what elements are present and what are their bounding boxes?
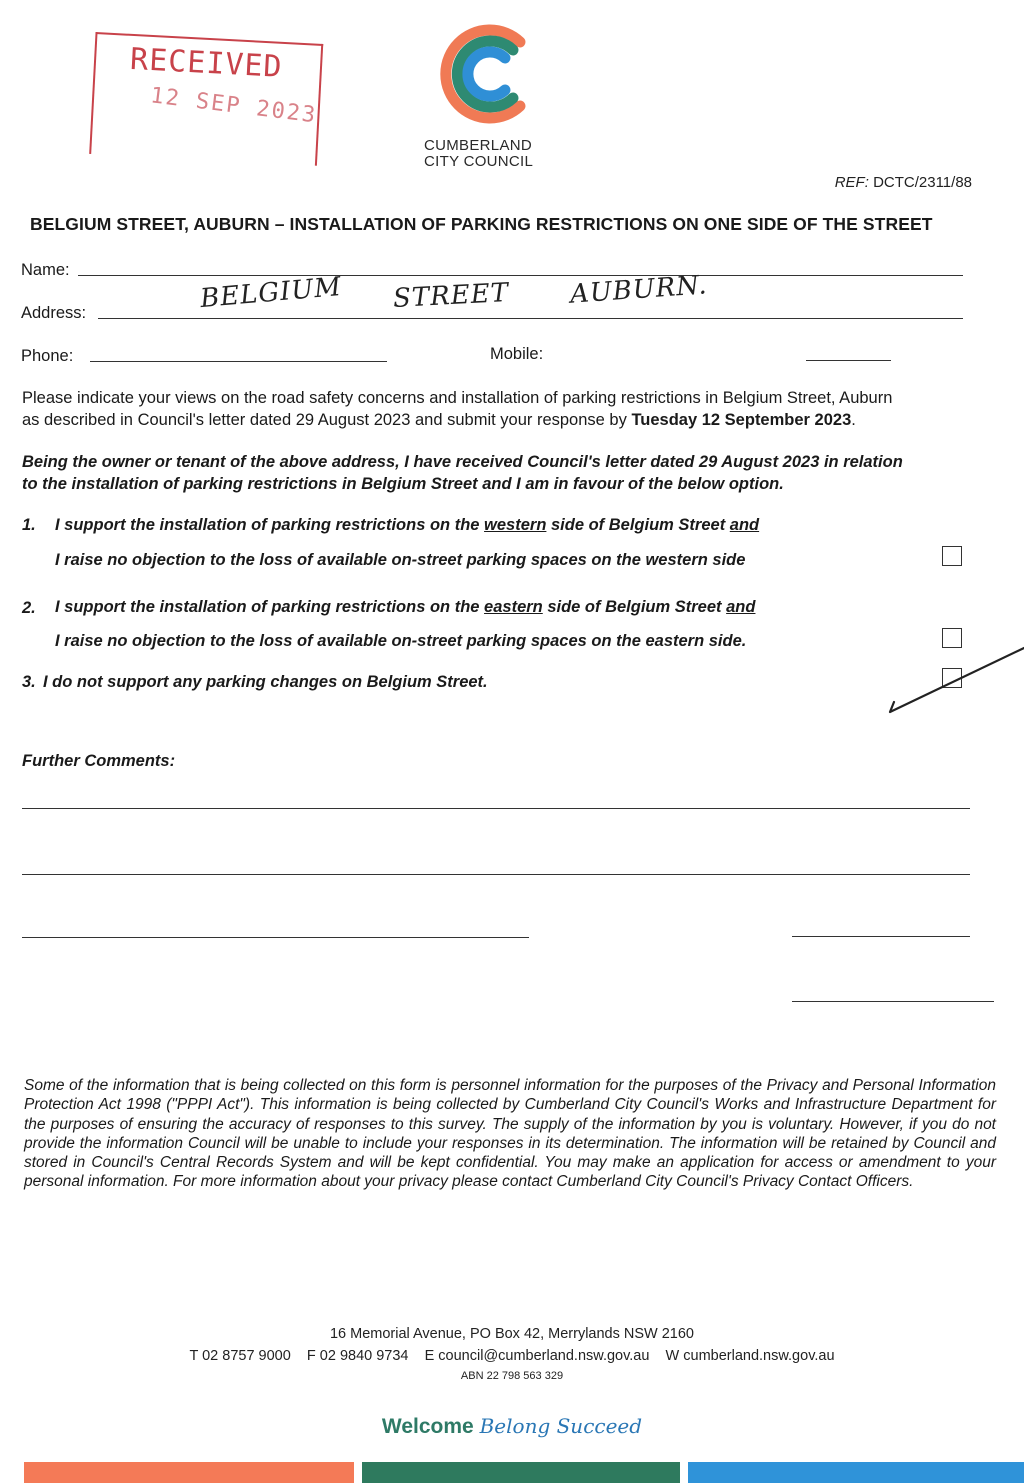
footer-abn: ABN 22 798 563 329 xyxy=(460,1370,564,1382)
option-3-text: I do not support any parking changes on … xyxy=(43,673,488,691)
declaration-line-1: Being the owner or tenant of the above a… xyxy=(22,453,903,471)
intro-deadline: Tuesday 12 September 2023 xyxy=(631,411,852,429)
option-1-side: western xyxy=(484,516,547,534)
option-1-pre: I support the installation of parking re… xyxy=(55,516,485,534)
address-handwritten-2: STREET xyxy=(392,277,510,315)
council-logo-text: CUMBERLAND CITY COUNCIL xyxy=(424,138,533,170)
option-2-number: 2. xyxy=(22,599,36,617)
comments-line-3[interactable] xyxy=(22,937,529,938)
mobile-field[interactable] xyxy=(806,360,891,361)
option-1-number: 1. xyxy=(22,516,36,534)
declaration-line-2: to the installation of parking restricti… xyxy=(22,475,784,493)
welcome-word: Welcome xyxy=(381,1415,474,1438)
privacy-notice: Some of the information that is being co… xyxy=(24,1077,996,1191)
phone-label: Phone: xyxy=(21,347,74,365)
option-2-line-1: I support the installation of parking re… xyxy=(55,598,755,617)
welcome-tagline: Welcome Belong Succeed xyxy=(0,1414,1024,1439)
form-title: BELGIUM STREET, AUBURN – INSTALLATION OF… xyxy=(30,214,933,234)
intro-period: . xyxy=(851,411,856,429)
option-2-pre: I support the installation of parking re… xyxy=(55,598,485,616)
declaration-paragraph: Being the owner or tenant of the above a… xyxy=(22,451,1002,495)
council-logo-icon xyxy=(440,24,526,124)
option-1-line-2: I raise no objection to the loss of avai… xyxy=(55,551,746,569)
name-label: Name: xyxy=(21,261,70,279)
ref-label: REF: xyxy=(834,174,869,191)
intro-text: as described in Council's letter dated 2… xyxy=(22,411,632,429)
option-1-and: and xyxy=(729,516,760,534)
comments-line-1[interactable] xyxy=(22,808,970,809)
tagline-words: Belong Succeed xyxy=(479,1414,643,1438)
footer-address: 16 Memorial Avenue, PO Box 42, Merryland… xyxy=(329,1326,694,1342)
address-field[interactable] xyxy=(98,318,963,319)
option-1-mid: side of Belgium Street xyxy=(546,516,730,534)
address-handwritten-1: BELGIUM xyxy=(198,271,343,315)
mobile-label: Mobile: xyxy=(490,345,544,363)
option-2-line-2: I raise no objection to the loss of avai… xyxy=(55,632,747,650)
footer-contacts: T 02 8757 9000 F 02 9840 9734 E council@… xyxy=(189,1348,835,1364)
option-1-line-1: I support the installation of parking re… xyxy=(55,516,759,535)
footer-bar-blue xyxy=(688,1462,1024,1483)
option-2-and: and xyxy=(726,598,756,616)
option-2-checkbox[interactable] xyxy=(942,628,962,648)
footer-bar-green xyxy=(362,1462,680,1483)
comments-line-5[interactable] xyxy=(792,1001,994,1002)
received-stamp: RECEIVED 12 SEP 2023 xyxy=(89,32,327,174)
logo-line-1: CUMBERLAND xyxy=(424,137,533,154)
address-label: Address: xyxy=(21,304,87,322)
footer-bar-orange xyxy=(24,1462,354,1483)
option-2-side: eastern xyxy=(484,598,543,616)
ref-value: DCTC/2311/88 xyxy=(873,174,972,191)
intro-line-2: as described in Council's letter dated 2… xyxy=(22,409,1002,431)
phone-field[interactable] xyxy=(90,361,387,362)
reference-number: REF: DCTC/2311/88 xyxy=(835,174,972,191)
comments-line-4[interactable] xyxy=(792,936,970,937)
further-comments-label: Further Comments: xyxy=(22,752,176,770)
option-2-mid: side of Belgium Street xyxy=(542,598,727,616)
comments-line-2[interactable] xyxy=(22,874,970,875)
council-logo: CUMBERLAND CITY COUNCIL xyxy=(422,14,552,174)
intro-paragraph: Please indicate your views on the road s… xyxy=(22,387,1002,431)
option-1-checkbox[interactable] xyxy=(942,546,962,566)
option-3-number: 3. xyxy=(22,673,36,691)
logo-line-2: CITY COUNCIL xyxy=(424,153,534,170)
address-handwritten-3: AUBURN. xyxy=(569,270,709,310)
check-mark-icon xyxy=(888,646,1024,714)
name-field[interactable] xyxy=(78,275,963,276)
intro-line-1: Please indicate your views on the road s… xyxy=(22,389,893,407)
